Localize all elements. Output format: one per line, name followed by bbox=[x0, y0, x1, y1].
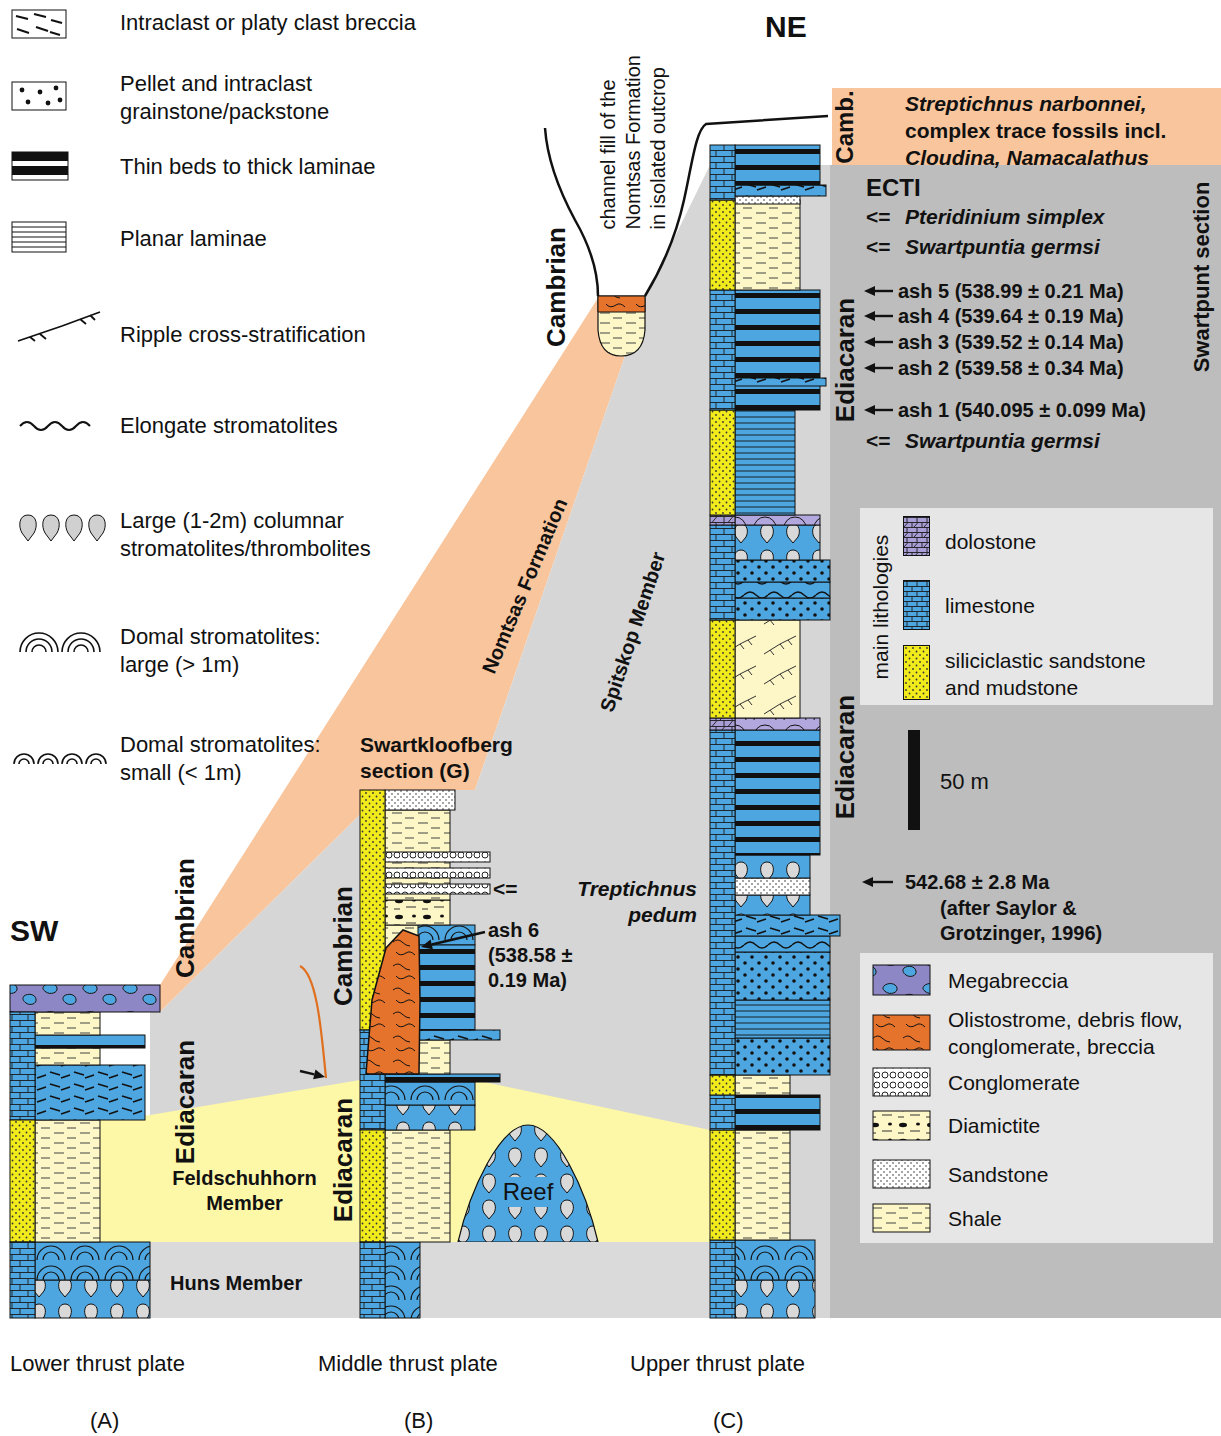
vertical-label: main lithologies bbox=[868, 535, 894, 680]
figure-label: ash 6 (538.58 ± 0.19 Ma) bbox=[488, 918, 588, 993]
legend-text: dolostone bbox=[945, 528, 1036, 555]
band-name: Nomtsas Formation bbox=[477, 495, 573, 678]
legend-text: Pellet and intraclast grainstone/packsto… bbox=[120, 70, 380, 126]
band-name: Feldschuhhorn Member bbox=[162, 1166, 327, 1216]
lithology-swatch bbox=[903, 516, 930, 556]
legend-text: Planar laminae bbox=[120, 225, 267, 253]
figure-label: ash 2 (539.58 ± 0.34 Ma) bbox=[898, 356, 1124, 381]
legend-text: siliciclastic sandstone and mudstone bbox=[945, 647, 1170, 701]
figure-label: 542.68 ± 2.8 Ma bbox=[905, 870, 1049, 895]
figure-label: Swartkloofberg section (G) bbox=[360, 732, 535, 784]
vertical-label: Ediacaran bbox=[169, 1040, 202, 1164]
lithology-swatch bbox=[903, 645, 930, 700]
legend-text: Domal stromatolites: small (< 1m) bbox=[120, 731, 350, 787]
lithology-swatch bbox=[903, 580, 930, 630]
figure-label: Pteridinium simplex bbox=[905, 204, 1105, 230]
swatch-pattern bbox=[904, 646, 929, 699]
vertical-label: Cambrian bbox=[540, 227, 573, 347]
swatch-pattern bbox=[904, 517, 929, 555]
figure-label: ash 5 (538.99 ± 0.21 Ma) bbox=[898, 279, 1124, 304]
legend-text: Intraclast or platy clast breccia bbox=[120, 9, 416, 37]
swatch-pattern bbox=[904, 581, 929, 629]
figure-label: 50 m bbox=[940, 768, 989, 796]
vertical-label: Ediacaran bbox=[829, 695, 862, 819]
figure-label: NE bbox=[765, 8, 807, 46]
figure-label: (A) bbox=[90, 1407, 119, 1435]
reef-name: Reef bbox=[500, 1177, 557, 1207]
reef-shape bbox=[450, 1118, 606, 1244]
legend-text: Ripple cross-stratification bbox=[120, 321, 366, 349]
legend-text: Elongate stromatolites bbox=[120, 412, 338, 440]
vertical-label: Ediacaran bbox=[829, 298, 862, 422]
figure-label: complex trace fossils incl. bbox=[905, 118, 1166, 144]
vertical-label: Swartpunt section bbox=[1188, 182, 1216, 373]
vertical-label: Cambrian bbox=[169, 858, 202, 978]
legend-text: Shale bbox=[948, 1205, 1002, 1232]
legend-text: Large (1-2m) columnar stromatolites/thro… bbox=[120, 507, 420, 563]
figure-label: (B) bbox=[404, 1407, 433, 1435]
legend-text: Domal stromatolites: large (> 1m) bbox=[120, 623, 350, 679]
legend-text: Sandstone bbox=[948, 1161, 1048, 1188]
figure-label: <= bbox=[866, 234, 891, 260]
reef-mound: Reef bbox=[450, 1118, 606, 1244]
figure-label: Streptichnus narbonnei, bbox=[905, 91, 1147, 117]
legend-text: Diamictite bbox=[948, 1112, 1040, 1139]
figure-label: Lower thrust plate bbox=[10, 1350, 185, 1378]
figure-label: (after Saylor & Grotzinger, 1996) bbox=[940, 896, 1140, 946]
figure-label: Treptichnus pedum bbox=[530, 876, 697, 928]
figure-label: Middle thrust plate bbox=[318, 1350, 498, 1378]
figure-label: ash 1 (540.095 ± 0.099 Ma) bbox=[898, 398, 1146, 423]
figure-label: Cloudina, Namacalathus bbox=[905, 145, 1149, 171]
legend-text: Megabreccia bbox=[948, 967, 1068, 994]
vertical-label: channel fill of the Nomtsas Formation in… bbox=[596, 45, 671, 230]
vertical-label: Camb. bbox=[830, 90, 860, 163]
vertical-label: Cambrian bbox=[327, 886, 360, 1006]
figure-label: ECTI bbox=[866, 173, 921, 203]
figure-label: Swartpuntia germsi bbox=[905, 234, 1100, 260]
figure-label: Swartpuntia germsi bbox=[905, 428, 1100, 454]
legend-text: Conglomerate bbox=[948, 1069, 1080, 1096]
figure-label: <= bbox=[493, 876, 518, 902]
band-name: Huns Member bbox=[170, 1271, 302, 1296]
figure-label: SW bbox=[10, 912, 58, 950]
legend-text: limestone bbox=[945, 592, 1035, 619]
vertical-label: Ediacaran bbox=[327, 1098, 360, 1222]
legend-text: Thin beds to thick laminae bbox=[120, 153, 376, 181]
figure-label: <= bbox=[866, 204, 891, 230]
figure-label: (C) bbox=[713, 1407, 744, 1435]
figure-label: <= bbox=[866, 428, 891, 454]
figure-label: ash 4 (539.64 ± 0.19 Ma) bbox=[898, 304, 1124, 329]
figure-label: Upper thrust plate bbox=[630, 1350, 805, 1378]
legend-text: Olistostrome, debris flow, conglomerate,… bbox=[948, 1006, 1198, 1060]
figure-label: ash 3 (539.52 ± 0.14 Ma) bbox=[898, 330, 1124, 355]
band-name: Spitskop Member bbox=[595, 549, 671, 715]
